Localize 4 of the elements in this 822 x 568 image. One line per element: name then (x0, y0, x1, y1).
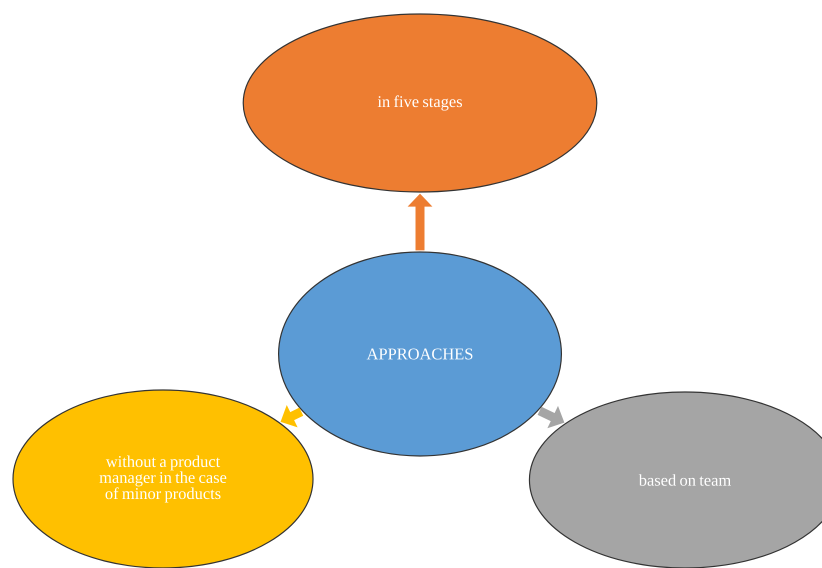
ellipse-node: APPROACHES (278, 251, 562, 457)
ellipse-node: in five stages (242, 13, 598, 193)
ellipse-node: without a product manager in the case of minor products (12, 389, 314, 568)
ellipse-node: based on team (528, 391, 822, 568)
